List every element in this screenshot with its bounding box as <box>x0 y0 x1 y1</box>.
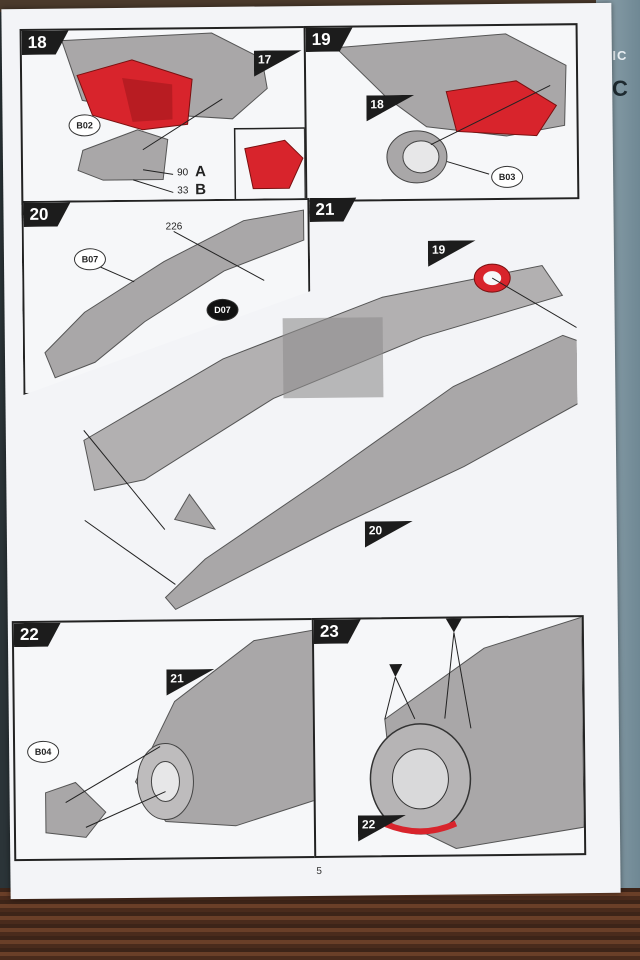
part-number: 90 <box>177 167 189 179</box>
step-22-illustration <box>45 629 317 838</box>
step-21-panel: 21 19 20 <box>21 195 579 619</box>
step-19-illustration <box>334 33 567 184</box>
background-table <box>0 888 640 960</box>
part-number: 226 <box>165 221 183 233</box>
step-22-panel: 22 21 B04 <box>11 617 319 862</box>
page-number: 5 <box>316 865 323 877</box>
step-18-illustration <box>60 32 307 202</box>
variant-letter: B <box>195 181 207 199</box>
step-18-panel: 18 17 B02 90 A 33 B <box>19 26 310 206</box>
step-21-illustration <box>21 195 579 619</box>
step-19-panel: 19 18 B03 <box>303 23 580 203</box>
step-20-illustration <box>23 200 309 393</box>
step-20-panel: 20 226 B07 D07 <box>21 198 311 395</box>
part-number: 33 <box>177 185 189 197</box>
variant-letter: A <box>194 163 207 181</box>
step-23-panel: 23 22 <box>311 615 587 858</box>
mat-letter: C <box>612 76 628 101</box>
instruction-sheet: 18 17 B02 90 A 33 B 19 18 B03 20 226 B07… <box>1 2 621 900</box>
step-23-illustration <box>369 617 585 850</box>
